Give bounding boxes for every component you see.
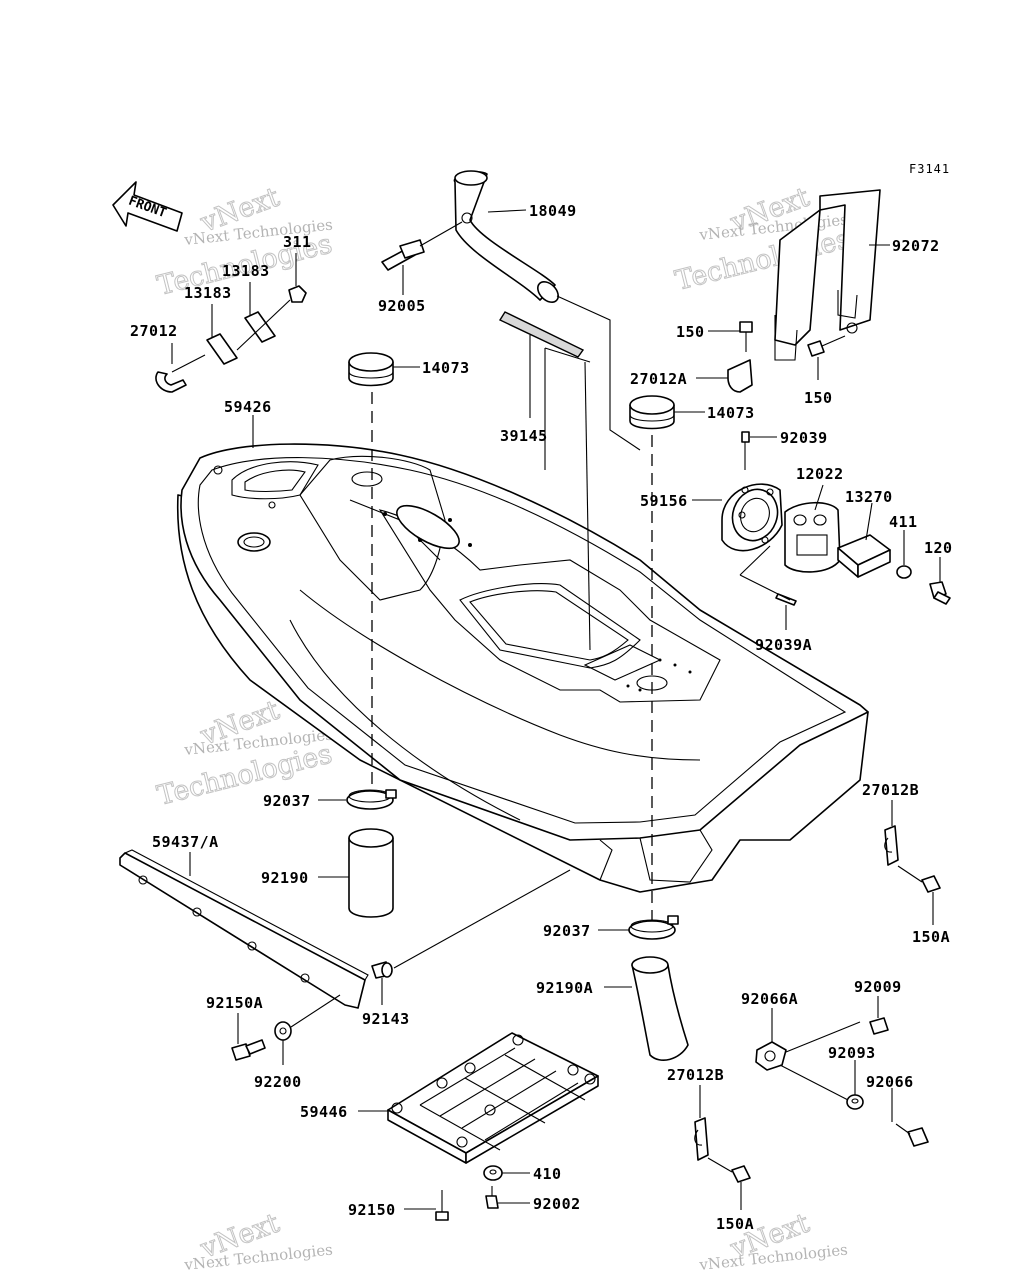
label-92200: 92200 <box>254 1073 302 1091</box>
part-92039: 92039 <box>741 429 828 470</box>
label-92009: 92009 <box>854 978 902 996</box>
label-92190A: 92190A <box>536 979 593 997</box>
label-92037-upper: 92037 <box>263 792 311 810</box>
figure-ref: F3141 <box>909 162 950 176</box>
label-92190: 92190 <box>261 869 309 887</box>
label-18049: 18049 <box>529 202 577 220</box>
label-59446: 59446 <box>300 1103 348 1121</box>
label-92002: 92002 <box>533 1195 581 1213</box>
label-59437: 59437/A <box>152 833 219 851</box>
hull: 59426 <box>176 398 869 893</box>
label-27012A: 27012A <box>630 370 687 388</box>
part-411: 411 <box>889 513 918 579</box>
label-14073-left: 14073 <box>422 359 470 377</box>
part-92200: 92200 <box>254 994 341 1091</box>
part-27012B-lower: 27012B 150A <box>667 1066 754 1233</box>
label-92150A: 92150A <box>206 994 263 1012</box>
part-39145: 39145 <box>498 311 585 445</box>
part-92150: 92150 <box>348 1190 449 1221</box>
label-150A-upper: 150A <box>912 928 950 946</box>
part-bracket-group: 311 13183 13183 27012 <box>130 233 312 393</box>
label-92150: 92150 <box>348 1201 396 1219</box>
part-92143: 92143 <box>362 869 571 1028</box>
label-13183-b: 13183 <box>184 284 232 302</box>
part-92072: 92072 <box>774 189 940 361</box>
label-92039A: 92039A <box>755 636 812 654</box>
label-59426: 59426 <box>224 398 272 416</box>
part-92002: 92002 <box>485 1186 581 1213</box>
label-14073-right: 14073 <box>707 404 755 422</box>
label-92093: 92093 <box>828 1044 876 1062</box>
part-18049: 18049 <box>453 170 641 451</box>
label-150A-lower: 150A <box>716 1215 754 1233</box>
deck-rivets <box>213 465 692 692</box>
label-27012B-upper: 27012B <box>862 781 919 799</box>
label-92066: 92066 <box>866 1073 914 1091</box>
label-92066A: 92066A <box>741 990 798 1008</box>
part-92037-lower: 92037 <box>543 915 679 940</box>
part-14073-right: 14073 <box>629 395 755 430</box>
label-59156: 59156 <box>640 492 688 510</box>
label-12022: 12022 <box>796 465 844 483</box>
part-92037-upper: 92037 <box>263 789 397 810</box>
label-311: 311 <box>283 233 312 251</box>
alignment-lines <box>371 347 653 920</box>
label-150-a: 150 <box>676 323 705 341</box>
label-92143: 92143 <box>362 1010 410 1028</box>
part-92150A: 92150A <box>206 994 266 1061</box>
part-92005: 92005 <box>378 221 463 315</box>
label-410: 410 <box>533 1165 562 1183</box>
part-92039A: 92039A <box>739 545 812 654</box>
part-92009: 92009 <box>854 978 902 1035</box>
part-14073-left: 14073 <box>348 352 470 387</box>
part-92093: 92093 <box>828 1044 876 1110</box>
part-92190: 92190 <box>261 828 394 918</box>
label-27012: 27012 <box>130 322 178 340</box>
part-92066A: 92066A <box>741 990 861 1101</box>
part-13270: 13270 <box>837 488 893 578</box>
label-27012B-lower: 27012B <box>667 1066 724 1084</box>
label-13270: 13270 <box>845 488 893 506</box>
front-arrow-icon: FRONT <box>112 181 183 232</box>
part-59156: 59156 <box>640 483 783 552</box>
label-411: 411 <box>889 513 918 531</box>
label-120: 120 <box>924 539 953 557</box>
part-59446: 59446 <box>300 1032 599 1164</box>
label-92005: 92005 <box>378 297 426 315</box>
label-92037-lower: 92037 <box>543 922 591 940</box>
label-92072: 92072 <box>892 237 940 255</box>
label-92039: 92039 <box>780 429 828 447</box>
part-12022: 12022 <box>784 465 844 573</box>
part-27012B-upper: 27012B 150A <box>862 781 950 946</box>
label-150-b: 150 <box>804 389 833 407</box>
part-410: 410 <box>483 1165 562 1183</box>
label-13183-a: 13183 <box>222 262 270 280</box>
part-92190A: 92190A <box>536 956 689 1061</box>
label-39145: 39145 <box>500 427 548 445</box>
part-59437: 59437/A <box>119 833 369 1009</box>
part-27012A: 27012A <box>630 359 753 393</box>
part-150-bolts: 150 150 <box>676 321 846 407</box>
part-120: 120 <box>924 539 953 605</box>
part-92066: 92066 <box>866 1073 929 1147</box>
